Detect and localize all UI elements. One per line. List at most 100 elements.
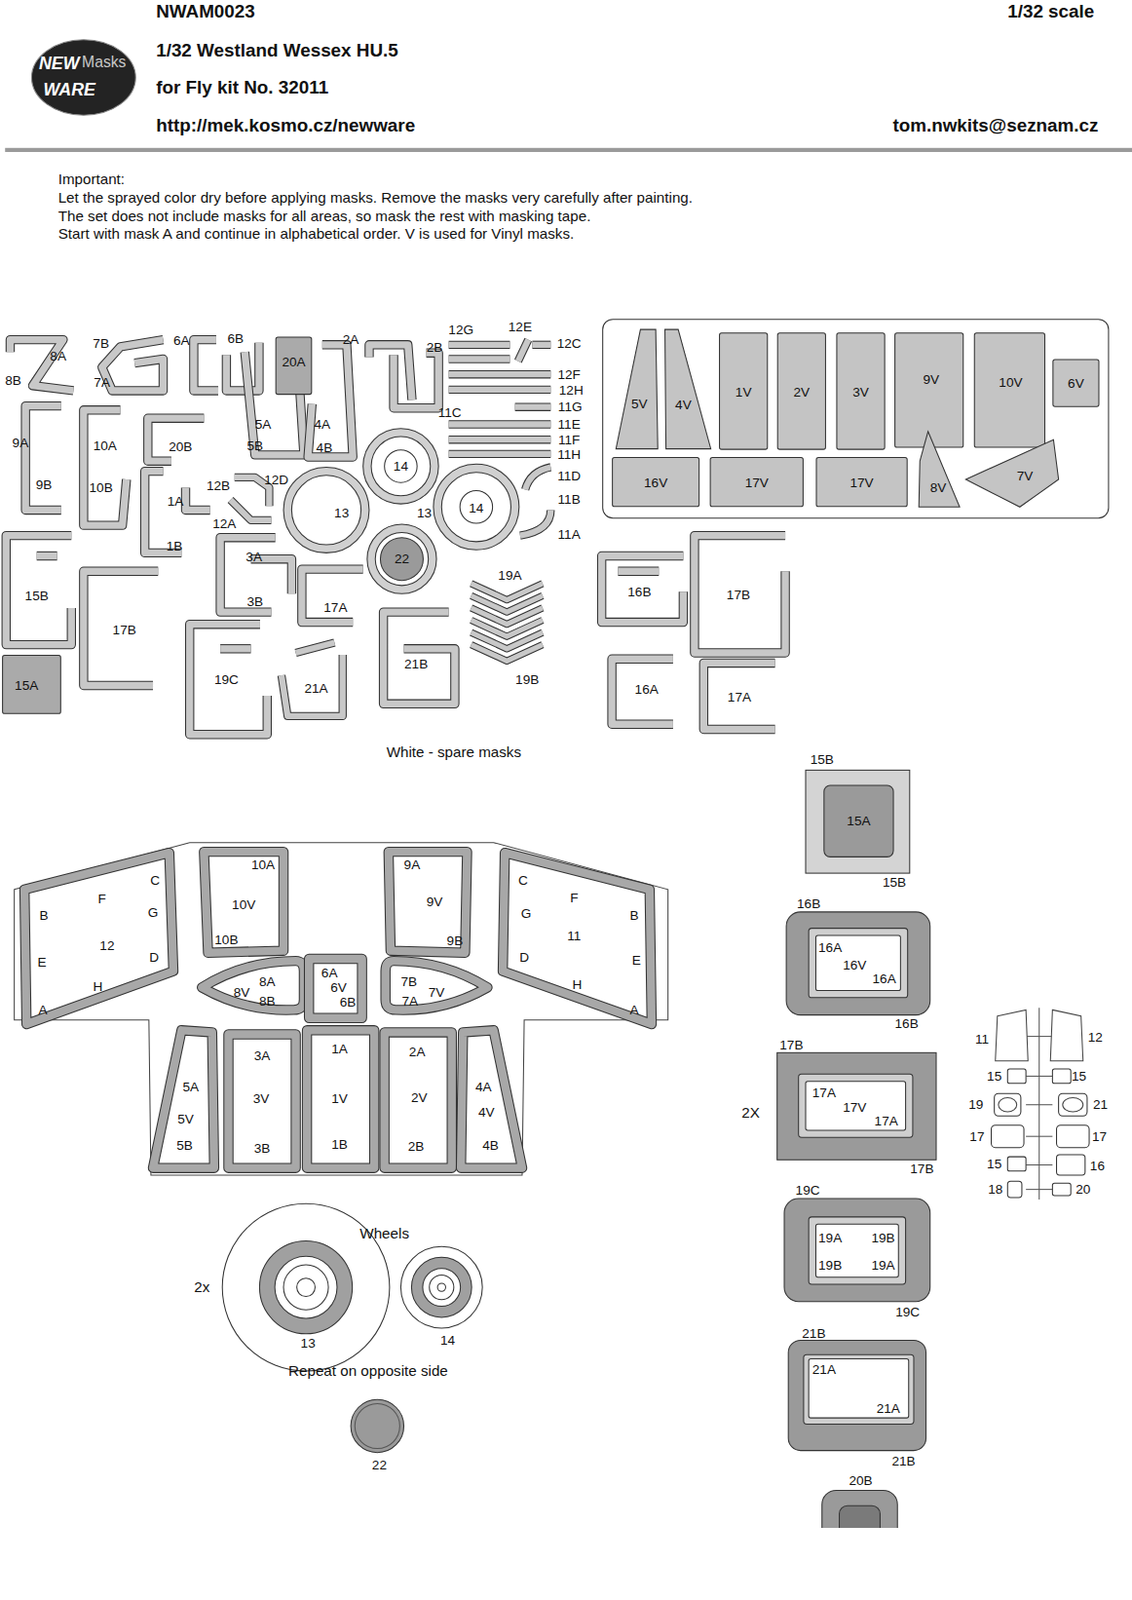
mask-outline	[281, 654, 343, 717]
callout-label: 4A	[475, 1079, 492, 1094]
callout-label: 6B	[339, 994, 357, 1009]
key-lens	[1062, 1096, 1084, 1112]
ring-core	[459, 490, 492, 524]
mask-sheet: 1/32 Westland Wessex HU.5NEWMasksWARE5V4…	[0, 0, 1132, 1528]
mask-label: 8V	[930, 481, 947, 495]
callout-label: 14	[440, 1333, 455, 1348]
mask-outline	[83, 570, 158, 685]
callout-label: 2B	[408, 1139, 425, 1154]
callout-label: 1B	[331, 1137, 348, 1152]
callout-label: 11H	[557, 447, 581, 461]
callout-label: 15A	[846, 814, 870, 829]
callout-label: H	[572, 977, 583, 991]
mask-strip	[230, 499, 272, 521]
key-branch	[1025, 1035, 1053, 1037]
mask-strip	[193, 339, 219, 391]
mask-piece: 15A	[1, 654, 62, 715]
callout-label: 12A	[212, 516, 236, 530]
mask-outline	[25, 406, 62, 511]
mask-label: 17V	[745, 475, 769, 490]
wheel-hub	[429, 1275, 454, 1300]
callout-label: 10A	[251, 858, 275, 872]
callout-label: 5B	[246, 439, 264, 453]
mask-label: 3V	[852, 384, 869, 399]
callout-label: 12G	[448, 322, 474, 337]
ring-mask	[437, 468, 516, 547]
callout-label: 21	[1093, 1097, 1108, 1112]
callout-label: 15B	[25, 589, 49, 604]
callout-label: 12E	[508, 319, 532, 334]
callout-label: F	[569, 890, 578, 905]
callout-label: 11B	[558, 491, 581, 506]
mask-strip	[518, 339, 529, 362]
mask-frame	[822, 1489, 898, 1528]
callout-label: 21A	[812, 1361, 836, 1376]
mask-outline	[703, 662, 775, 729]
callout-label: 17	[969, 1129, 984, 1143]
mask-outline	[611, 658, 674, 724]
callout-label: 8A	[49, 349, 67, 364]
callout-label: 9A	[12, 436, 30, 451]
vinyl-sheet	[603, 319, 1109, 519]
callout-label: 11A	[558, 528, 581, 542]
callout-label: 11C	[438, 405, 462, 419]
key-window	[1056, 1125, 1090, 1148]
mask-outline	[102, 339, 164, 391]
mask-label: 7V	[1017, 468, 1034, 483]
callout-label: 12C	[557, 337, 582, 351]
callout-label: 4V	[478, 1104, 495, 1119]
callout-label: 8A	[259, 974, 276, 988]
key-window	[1052, 1182, 1071, 1196]
callout-label: 5V	[177, 1112, 194, 1127]
mask-strip	[234, 477, 270, 506]
mask-frame	[784, 1198, 931, 1302]
callout-label: 16V	[842, 958, 867, 973]
piece-outline	[965, 439, 1058, 507]
callout-label: White - spare masks	[386, 744, 522, 759]
callout-label: 7B	[92, 337, 110, 351]
callout-label: 10V	[231, 898, 256, 912]
mask-outline	[307, 344, 353, 457]
mask-piece: 6V	[1052, 358, 1099, 407]
mask-strip	[449, 436, 552, 443]
piece-outline	[816, 457, 907, 507]
wheel-ring	[266, 1247, 345, 1326]
mask-outline	[694, 535, 786, 653]
key-window	[991, 1125, 1024, 1148]
mask-strip	[525, 466, 551, 490]
callout-label: 5B	[176, 1138, 193, 1153]
mask-label: 17V	[849, 475, 873, 490]
mask-outline	[518, 339, 529, 362]
mask-strip	[531, 341, 551, 348]
mask-outline	[460, 1029, 523, 1168]
callout-label: 13	[334, 506, 349, 521]
mask-strip	[281, 654, 343, 717]
callout-label: 17V	[842, 1099, 867, 1114]
callout-label: 19C	[895, 1304, 920, 1319]
ring-outline	[371, 528, 433, 590]
callout-label: 8B	[259, 993, 276, 1008]
callout-label: 20	[1075, 1182, 1091, 1197]
callout-label: 3A	[254, 1049, 271, 1063]
mask-outline	[471, 644, 543, 662]
mask-strip	[388, 851, 468, 953]
header-text: NWAM0023	[155, 1, 256, 21]
callout-label: 7B	[400, 974, 417, 988]
mask-strip	[449, 386, 552, 393]
mask-label: 15A	[14, 679, 38, 693]
key-window	[1050, 1009, 1083, 1060]
mask-outline	[301, 568, 364, 622]
logo-oval	[31, 39, 136, 115]
callout-label: 13	[301, 1336, 316, 1351]
callout-label: 6V	[330, 981, 347, 995]
mask-label: 10V	[998, 376, 1022, 390]
piece-outline	[615, 329, 658, 449]
mask-outline	[201, 960, 304, 1010]
callout-label: 3A	[245, 550, 263, 565]
piece-shape	[917, 430, 961, 509]
ring-outline	[367, 432, 435, 500]
mask-label: 16V	[643, 475, 668, 490]
key-branch	[1025, 1188, 1053, 1190]
callout-label: 15	[986, 1069, 1002, 1084]
callout-label: 16B	[796, 897, 821, 911]
